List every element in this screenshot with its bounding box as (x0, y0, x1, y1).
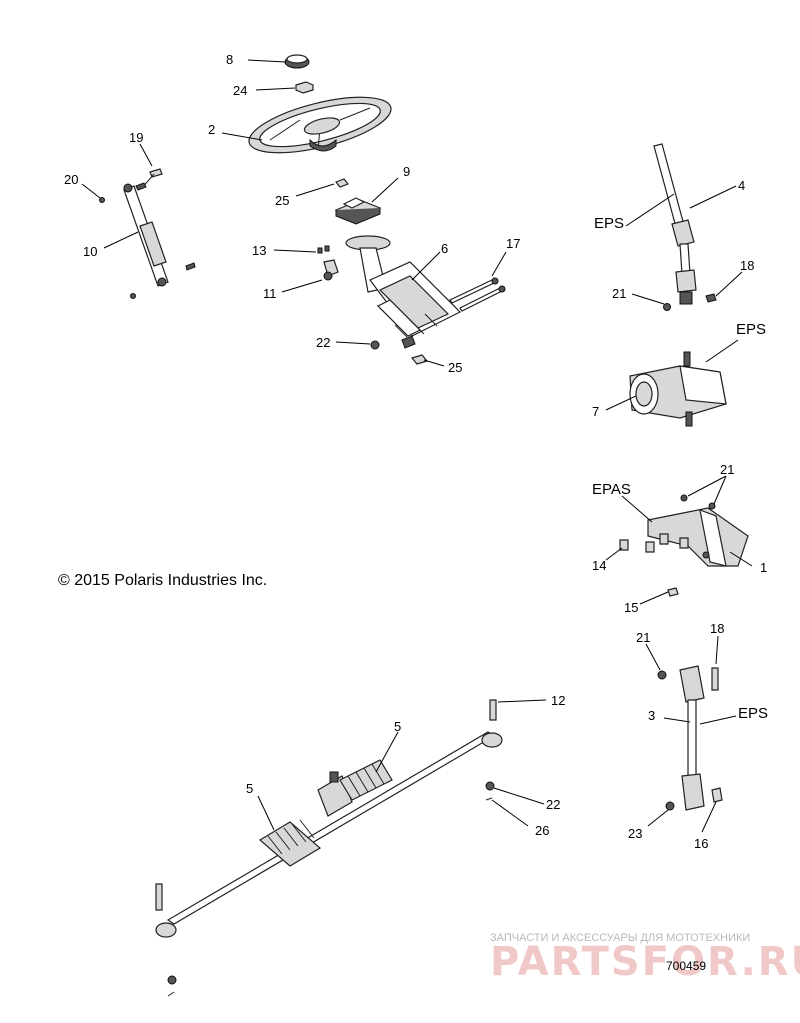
callout-5-left: 5 (246, 781, 253, 796)
variant-tags: EPS EPS EPAS EPS (592, 215, 768, 722)
callout-24: 24 (233, 83, 247, 98)
callout-15: 15 (624, 600, 638, 615)
callout-7: 7 (592, 404, 599, 419)
shaft-bolt-part (705, 293, 717, 303)
wheel-cap-part (284, 54, 310, 69)
tag-epas-bracket: EPAS (592, 481, 631, 498)
document-id: 700459 (666, 959, 706, 973)
bracket-nut-b-part (708, 502, 716, 510)
callout-22-upper: 22 (316, 335, 330, 350)
callout-18-lower: 18 (710, 621, 724, 636)
watermark-brand: PARTSFOR.RU (490, 939, 800, 985)
callout-9: 9 (403, 164, 410, 179)
steering-rack-part (155, 731, 503, 938)
strut-bolt-part (135, 168, 163, 191)
callout-8: 8 (226, 52, 233, 67)
spacer-part (334, 197, 382, 225)
bracket-nut-part (370, 340, 380, 350)
callout-16: 16 (694, 836, 708, 851)
tilt-bracket-part (345, 235, 462, 349)
steering-wheel-part (248, 96, 392, 154)
lower-shaft-bolt-part (711, 667, 719, 691)
callout-10: 10 (83, 244, 97, 259)
rack-bolt-left-part (155, 883, 163, 911)
callout-3: 3 (648, 708, 655, 723)
tilt-bolt-part (449, 277, 506, 312)
lower-steering-shaft-part (679, 665, 705, 811)
callout-22-lower: 22 (546, 797, 560, 812)
callout-2: 2 (208, 122, 215, 137)
callout-20: 20 (64, 172, 78, 187)
rack-nut-left-part (167, 975, 177, 985)
callout-14: 14 (592, 558, 606, 573)
callout-23: 23 (628, 826, 642, 841)
callout-17: 17 (506, 236, 520, 251)
callout-labels: 8 24 2 19 20 10 25 9 13 11 6 17 22 25 4 … (64, 52, 767, 851)
tag-eps-motor: EPS (736, 321, 766, 338)
callout-19: 19 (129, 130, 143, 145)
tag-eps-shaft: EPS (594, 215, 624, 232)
callout-4: 4 (738, 178, 745, 193)
callout-21-bracket: 21 (720, 462, 734, 477)
callout-25-upper: 25 (275, 193, 289, 208)
strut-nut-part (99, 197, 105, 203)
epas-bracket-part (647, 507, 749, 567)
gas-strut-part (123, 183, 196, 299)
bracket-nut-a-part (680, 494, 688, 502)
eps-motor-part (629, 351, 727, 427)
tag-eps-lower: EPS (738, 705, 768, 722)
tilt-lock-part (317, 245, 339, 281)
bushing-lower-part (410, 354, 429, 365)
upper-steering-shaft-part (653, 143, 697, 305)
callout-6: 6 (441, 241, 448, 256)
bracket-screws-part (619, 533, 689, 597)
bushing-upper-part (335, 178, 349, 188)
copyright-text: © 2015 Polaris Industries Inc. (58, 572, 267, 589)
leader-lines (81, 59, 753, 833)
callout-12: 12 (551, 693, 565, 708)
callout-25-lower: 25 (448, 360, 462, 375)
lower-shaft-nut-b-part (665, 801, 675, 811)
callout-18-upper: 18 (740, 258, 754, 273)
cotter-pin-right-part (485, 797, 493, 801)
callout-26: 26 (535, 823, 549, 838)
callout-21-lower: 21 (636, 630, 650, 645)
watermark: ЗАПЧАСТИ И АКСЕССУАРЫ ДЛЯ МОТОТЕХНИКИ PA… (490, 932, 800, 985)
callout-5-right: 5 (394, 719, 401, 734)
rack-bolt-right-part (489, 699, 497, 721)
lower-shaft-bolt-b-part (711, 787, 723, 803)
lower-shaft-nut-part (657, 670, 667, 680)
callout-21-upper: 21 (612, 286, 626, 301)
callout-11: 11 (263, 286, 277, 301)
watermark-subtitle: ЗАПЧАСТИ И АКСЕССУАРЫ ДЛЯ МОТОТЕХНИКИ (490, 932, 750, 944)
cotter-pin-left-part (167, 991, 175, 997)
callout-1: 1 (760, 560, 767, 575)
callout-13: 13 (252, 243, 266, 258)
shaft-nut-part (663, 303, 671, 311)
wheel-nut-part (295, 81, 314, 94)
rack-nut-right-part (485, 781, 495, 791)
